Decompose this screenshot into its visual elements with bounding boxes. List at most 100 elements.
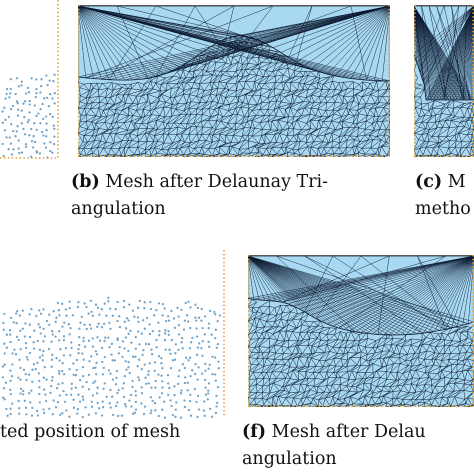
particle [174, 408, 177, 411]
particle [163, 416, 167, 419]
particle [63, 321, 66, 324]
particle [98, 313, 101, 316]
particle [58, 330, 61, 333]
panel-f-mesh-plot [248, 255, 474, 407]
particle [157, 373, 160, 376]
particle [8, 329, 12, 332]
particle [109, 307, 112, 310]
particle [208, 345, 211, 348]
panel-b-mesh-plot [78, 5, 390, 157]
particle [213, 373, 217, 376]
particle [49, 149, 52, 153]
particle [20, 122, 23, 125]
particle [203, 315, 207, 318]
particle [157, 302, 161, 305]
particle [134, 347, 137, 350]
particle [10, 153, 14, 156]
particle [198, 342, 201, 345]
particle [147, 373, 150, 376]
particle [116, 338, 119, 342]
particle [34, 368, 37, 371]
particle [50, 358, 54, 361]
particle [30, 307, 33, 311]
particle [47, 105, 51, 108]
particle [96, 325, 99, 328]
particle [214, 328, 218, 331]
particle [196, 378, 199, 381]
particle [160, 357, 163, 360]
particle [158, 329, 161, 333]
particle [45, 319, 49, 323]
particle [105, 314, 108, 317]
particle [140, 392, 144, 395]
particle [51, 375, 54, 379]
particle [22, 393, 25, 396]
caption-f-line1: Mesh after Delau [266, 422, 426, 442]
particle [160, 392, 164, 395]
particle [35, 114, 38, 118]
particle [8, 136, 11, 139]
particle [46, 83, 49, 87]
particle [85, 327, 88, 331]
particle [1, 376, 5, 379]
particle [74, 386, 78, 389]
particle [54, 406, 58, 409]
particle [122, 382, 126, 385]
particle [25, 145, 28, 148]
particle [127, 366, 130, 369]
particle [42, 411, 46, 415]
particle [177, 333, 181, 336]
particle [32, 135, 35, 138]
particle [53, 102, 56, 105]
particle [174, 415, 177, 418]
particle [134, 355, 137, 358]
triangulated-mesh [78, 35, 390, 157]
particle [150, 409, 153, 412]
particle [137, 378, 141, 382]
particle [207, 382, 211, 385]
particle [72, 398, 75, 401]
particle [103, 302, 106, 305]
particle [14, 92, 17, 96]
particle [2, 328, 5, 331]
particle [140, 332, 143, 335]
particle [45, 378, 48, 381]
particle [85, 380, 88, 384]
particle [42, 308, 45, 311]
particle [131, 412, 135, 415]
particle [110, 353, 113, 356]
particle [75, 358, 79, 362]
particle [214, 411, 218, 415]
particle [204, 378, 207, 382]
particle [98, 339, 102, 342]
free-surface [414, 53, 474, 101]
particle [127, 349, 130, 353]
particle [154, 386, 157, 389]
particle [189, 374, 192, 378]
particle [34, 95, 37, 99]
particle [23, 399, 26, 402]
particle [100, 414, 104, 417]
particle [183, 405, 187, 409]
particle [67, 323, 70, 326]
particle [208, 407, 212, 410]
particle [61, 382, 64, 385]
particle [171, 359, 174, 362]
particle [72, 406, 76, 409]
particle [62, 338, 66, 342]
particle [174, 343, 178, 346]
particle [7, 148, 10, 151]
particle [170, 404, 173, 408]
particle [111, 314, 114, 317]
particle [217, 367, 220, 370]
particle [173, 394, 176, 397]
particle [44, 393, 47, 396]
particle [30, 77, 33, 80]
particles [1, 296, 222, 419]
particle [52, 80, 55, 83]
particle [207, 367, 210, 370]
particle [33, 104, 36, 107]
particle [210, 333, 213, 336]
particle [9, 92, 12, 95]
particle [58, 369, 61, 373]
